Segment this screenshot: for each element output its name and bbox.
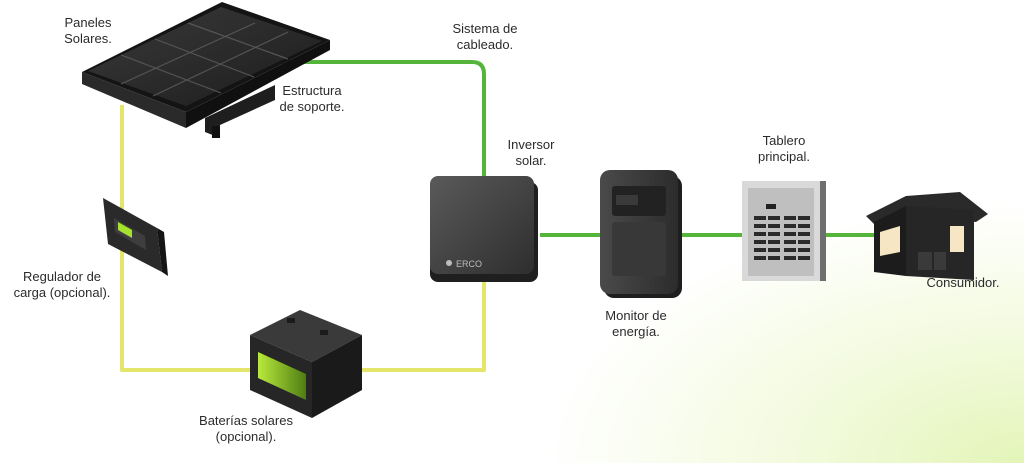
label-charge-regulator: Regulador de carga (opcional). xyxy=(13,269,111,300)
inverter-brand-logo: ERCO xyxy=(456,259,482,269)
label-support-structure: Estructura de soporte. xyxy=(279,83,345,114)
yellow-wire-loop xyxy=(120,105,486,372)
label-inverter: Inversor solar. xyxy=(507,137,555,168)
label-consumer: Consumidor. xyxy=(926,275,1000,290)
main-electrical-panel xyxy=(742,181,826,281)
solar-panel xyxy=(82,2,330,138)
label-main-panel: Tablero principal. xyxy=(757,133,811,164)
support-structure xyxy=(205,85,275,138)
solar-batteries xyxy=(250,310,362,418)
house-consumer xyxy=(866,192,988,280)
energy-monitor xyxy=(600,170,682,298)
charge-regulator xyxy=(103,198,168,276)
solar-inverter: ERCO xyxy=(430,176,538,282)
wires xyxy=(120,60,878,372)
label-batteries: Baterías solares (opcional). xyxy=(199,413,293,444)
label-wiring-system: Sistema de cableado. xyxy=(452,21,518,52)
green-wire-panel-to-inverter xyxy=(272,60,486,178)
label-solar-panels: Paneles Solares. xyxy=(64,15,112,46)
label-energy-monitor: Monitor de energía. xyxy=(605,308,667,339)
